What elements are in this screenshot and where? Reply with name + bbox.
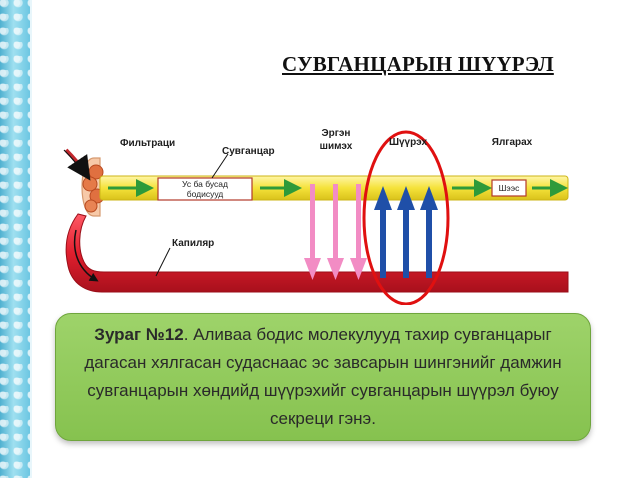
caption-body: . Аливаа бодис молекулууд тахир сувганца…: [84, 325, 562, 428]
glomerulus: [63, 148, 105, 217]
nephron-secretion-diagram: Ус ба бусад бодисууд Шээс Фильтраци Сувг…: [63, 128, 569, 305]
label-tubule: Сувганцар: [222, 146, 275, 157]
water-substances-box: Ус ба бусад бодисууд: [157, 177, 253, 201]
label-reabsorption-line2: шимэх: [320, 141, 353, 152]
water-box-line1: Ус ба бусад: [182, 179, 228, 189]
caption-box: Зураг №12. Аливаа бодис молекулууд тахир…: [55, 313, 591, 441]
urine-box: Шээс: [491, 179, 527, 197]
tubule-leader-line: [211, 153, 229, 179]
label-secretion: Шүүрэх: [389, 137, 428, 148]
slide-title: СУВГАНЦАРЫН ШҮҮРЭЛ: [282, 52, 554, 76]
secretion-arrows: [374, 186, 438, 278]
capillary-leader-line: [155, 247, 171, 277]
capillary-flow-arrow: [73, 229, 99, 282]
label-reabsorption-line1: Эргэн: [322, 128, 351, 139]
secretion-highlight-ellipse: [362, 130, 450, 305]
label-excretion: Ялгарах: [492, 137, 533, 148]
decorative-side-strip: [0, 0, 32, 478]
label-filtration: Фильтраци: [120, 138, 175, 149]
label-capillary: Капиляр: [172, 238, 214, 249]
reabsorption-arrows: [304, 184, 367, 280]
caption-text: Зураг №12. Аливаа бодис молекулууд тахир…: [68, 321, 578, 433]
water-box-line2: бодисууд: [187, 189, 224, 199]
caption-figure-number: Зураг №12: [94, 325, 184, 344]
urine-box-label: Шээс: [499, 183, 520, 193]
capillary: [65, 213, 569, 293]
